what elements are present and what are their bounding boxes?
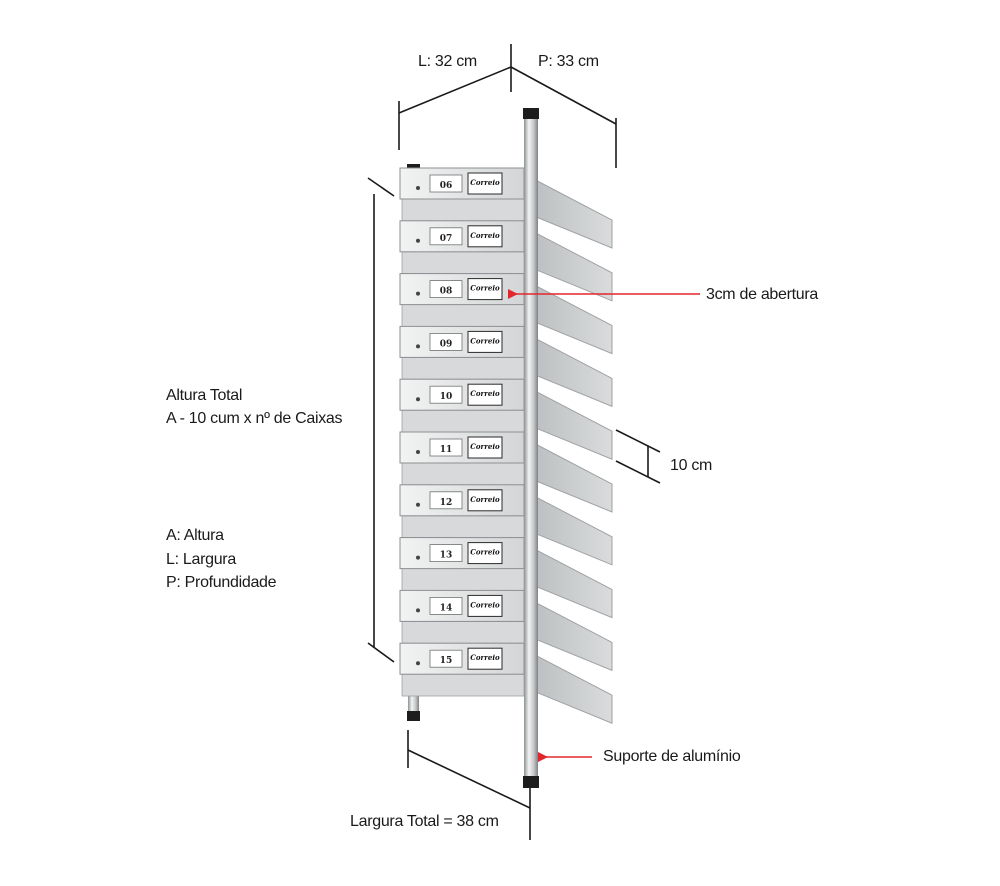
mailbox-number-plate bbox=[429, 332, 463, 351]
keyhole-icon bbox=[416, 397, 420, 402]
width-label: L: 32 cm bbox=[418, 53, 477, 70]
brand-badge bbox=[467, 278, 503, 301]
brand-badge bbox=[467, 489, 503, 512]
mailbox-number-plate bbox=[429, 438, 463, 457]
total-width-dimension-line bbox=[407, 749, 531, 809]
legend-altura: A: Altura bbox=[166, 527, 224, 544]
brand-text: Correio bbox=[470, 495, 500, 504]
mailbox-number-plate bbox=[429, 597, 463, 615]
mailbox-number: 06 bbox=[440, 181, 453, 191]
brand-text: Correio bbox=[470, 284, 500, 293]
mailbox-slot bbox=[401, 304, 525, 327]
keyhole-icon bbox=[416, 291, 420, 296]
mailbox-slot bbox=[401, 621, 525, 644]
box-height-label: 10 cm bbox=[670, 457, 713, 474]
legend-profundidade: P: Profundidade bbox=[166, 574, 277, 591]
brand-badge bbox=[467, 172, 503, 195]
mailbox-15: 15 Correio bbox=[399, 642, 613, 724]
keyhole-icon bbox=[416, 186, 420, 190]
brand-text: Correio bbox=[470, 178, 500, 187]
support-callout-label: Suporte de alumínio bbox=[603, 748, 741, 765]
box-height-tick-top bbox=[615, 429, 661, 453]
height-note-formula: A - 10 cum x nº de Caixas bbox=[166, 410, 343, 427]
mailbox-number: 11 bbox=[440, 445, 453, 455]
keyhole-icon bbox=[416, 661, 420, 666]
brand-badge bbox=[467, 383, 503, 406]
mailbox-number-plate bbox=[429, 174, 463, 193]
depth-dimension-line bbox=[510, 66, 617, 125]
keyhole-icon bbox=[416, 344, 420, 349]
brand-text: Correio bbox=[470, 548, 500, 557]
keyhole-icon bbox=[416, 238, 420, 243]
box-height-tick-bottom bbox=[615, 460, 661, 484]
mailbox-slot bbox=[401, 409, 525, 433]
right-support-pole bbox=[524, 110, 538, 788]
mailbox-slot bbox=[401, 356, 525, 380]
mailbox-number-plate bbox=[429, 649, 463, 668]
mailbox-number: 09 bbox=[440, 339, 453, 349]
keyhole-icon bbox=[416, 608, 420, 613]
right-pole-foot bbox=[523, 776, 539, 788]
mailbox-number: 13 bbox=[440, 551, 453, 561]
mailbox-number-plate bbox=[429, 491, 463, 510]
brand-text: Correio bbox=[470, 442, 500, 451]
keyhole-icon bbox=[416, 450, 420, 454]
brand-badge bbox=[467, 436, 503, 459]
mailbox-number-plate bbox=[429, 227, 463, 246]
mailbox-slot bbox=[401, 515, 525, 538]
right-pole-cap bbox=[523, 108, 539, 119]
mailbox-number: 14 bbox=[440, 603, 453, 613]
mailbox-slot bbox=[401, 568, 525, 591]
mailbox-slot bbox=[401, 673, 525, 697]
mailbox-number: 08 bbox=[440, 287, 453, 297]
mailbox-number: 15 bbox=[440, 656, 453, 666]
mailbox-slot bbox=[401, 198, 525, 222]
total-width-label: Largura Total = 38 cm bbox=[350, 813, 499, 830]
brand-text: Correio bbox=[470, 336, 500, 345]
height-note-title: Altura Total bbox=[166, 387, 243, 404]
mailbox-number-plate bbox=[429, 544, 463, 562]
mailbox-number-plate bbox=[429, 280, 463, 299]
legend-largura: L: Largura bbox=[166, 551, 236, 568]
brand-text: Correio bbox=[470, 389, 500, 398]
mailbox-slot bbox=[401, 462, 525, 486]
callout-arrows bbox=[508, 289, 700, 762]
brand-badge bbox=[467, 594, 503, 617]
brand-text: Correio bbox=[470, 653, 500, 662]
brand-text: Correio bbox=[470, 600, 500, 609]
depth-label: P: 33 cm bbox=[538, 53, 599, 70]
mailbox-number: 10 bbox=[440, 392, 453, 402]
mailbox-slot bbox=[401, 251, 525, 275]
brand-badge bbox=[467, 647, 503, 670]
height-tick-top bbox=[367, 177, 395, 197]
brand-badge bbox=[467, 225, 503, 248]
mailbox-number: 12 bbox=[440, 498, 453, 508]
keyhole-icon bbox=[416, 502, 420, 507]
brand-badge bbox=[467, 542, 503, 565]
width-dimension-line bbox=[398, 66, 512, 114]
opening-callout-label: 3cm de abertura bbox=[706, 286, 819, 303]
brand-text: Correio bbox=[470, 231, 500, 240]
keyhole-icon bbox=[416, 555, 420, 560]
height-tick-bottom bbox=[367, 642, 395, 663]
mailbox-number-plate bbox=[429, 385, 463, 404]
mailbox-number: 07 bbox=[440, 234, 453, 244]
brand-badge bbox=[467, 330, 503, 353]
dimension-lines bbox=[367, 44, 661, 840]
left-pole-foot bbox=[407, 711, 420, 721]
